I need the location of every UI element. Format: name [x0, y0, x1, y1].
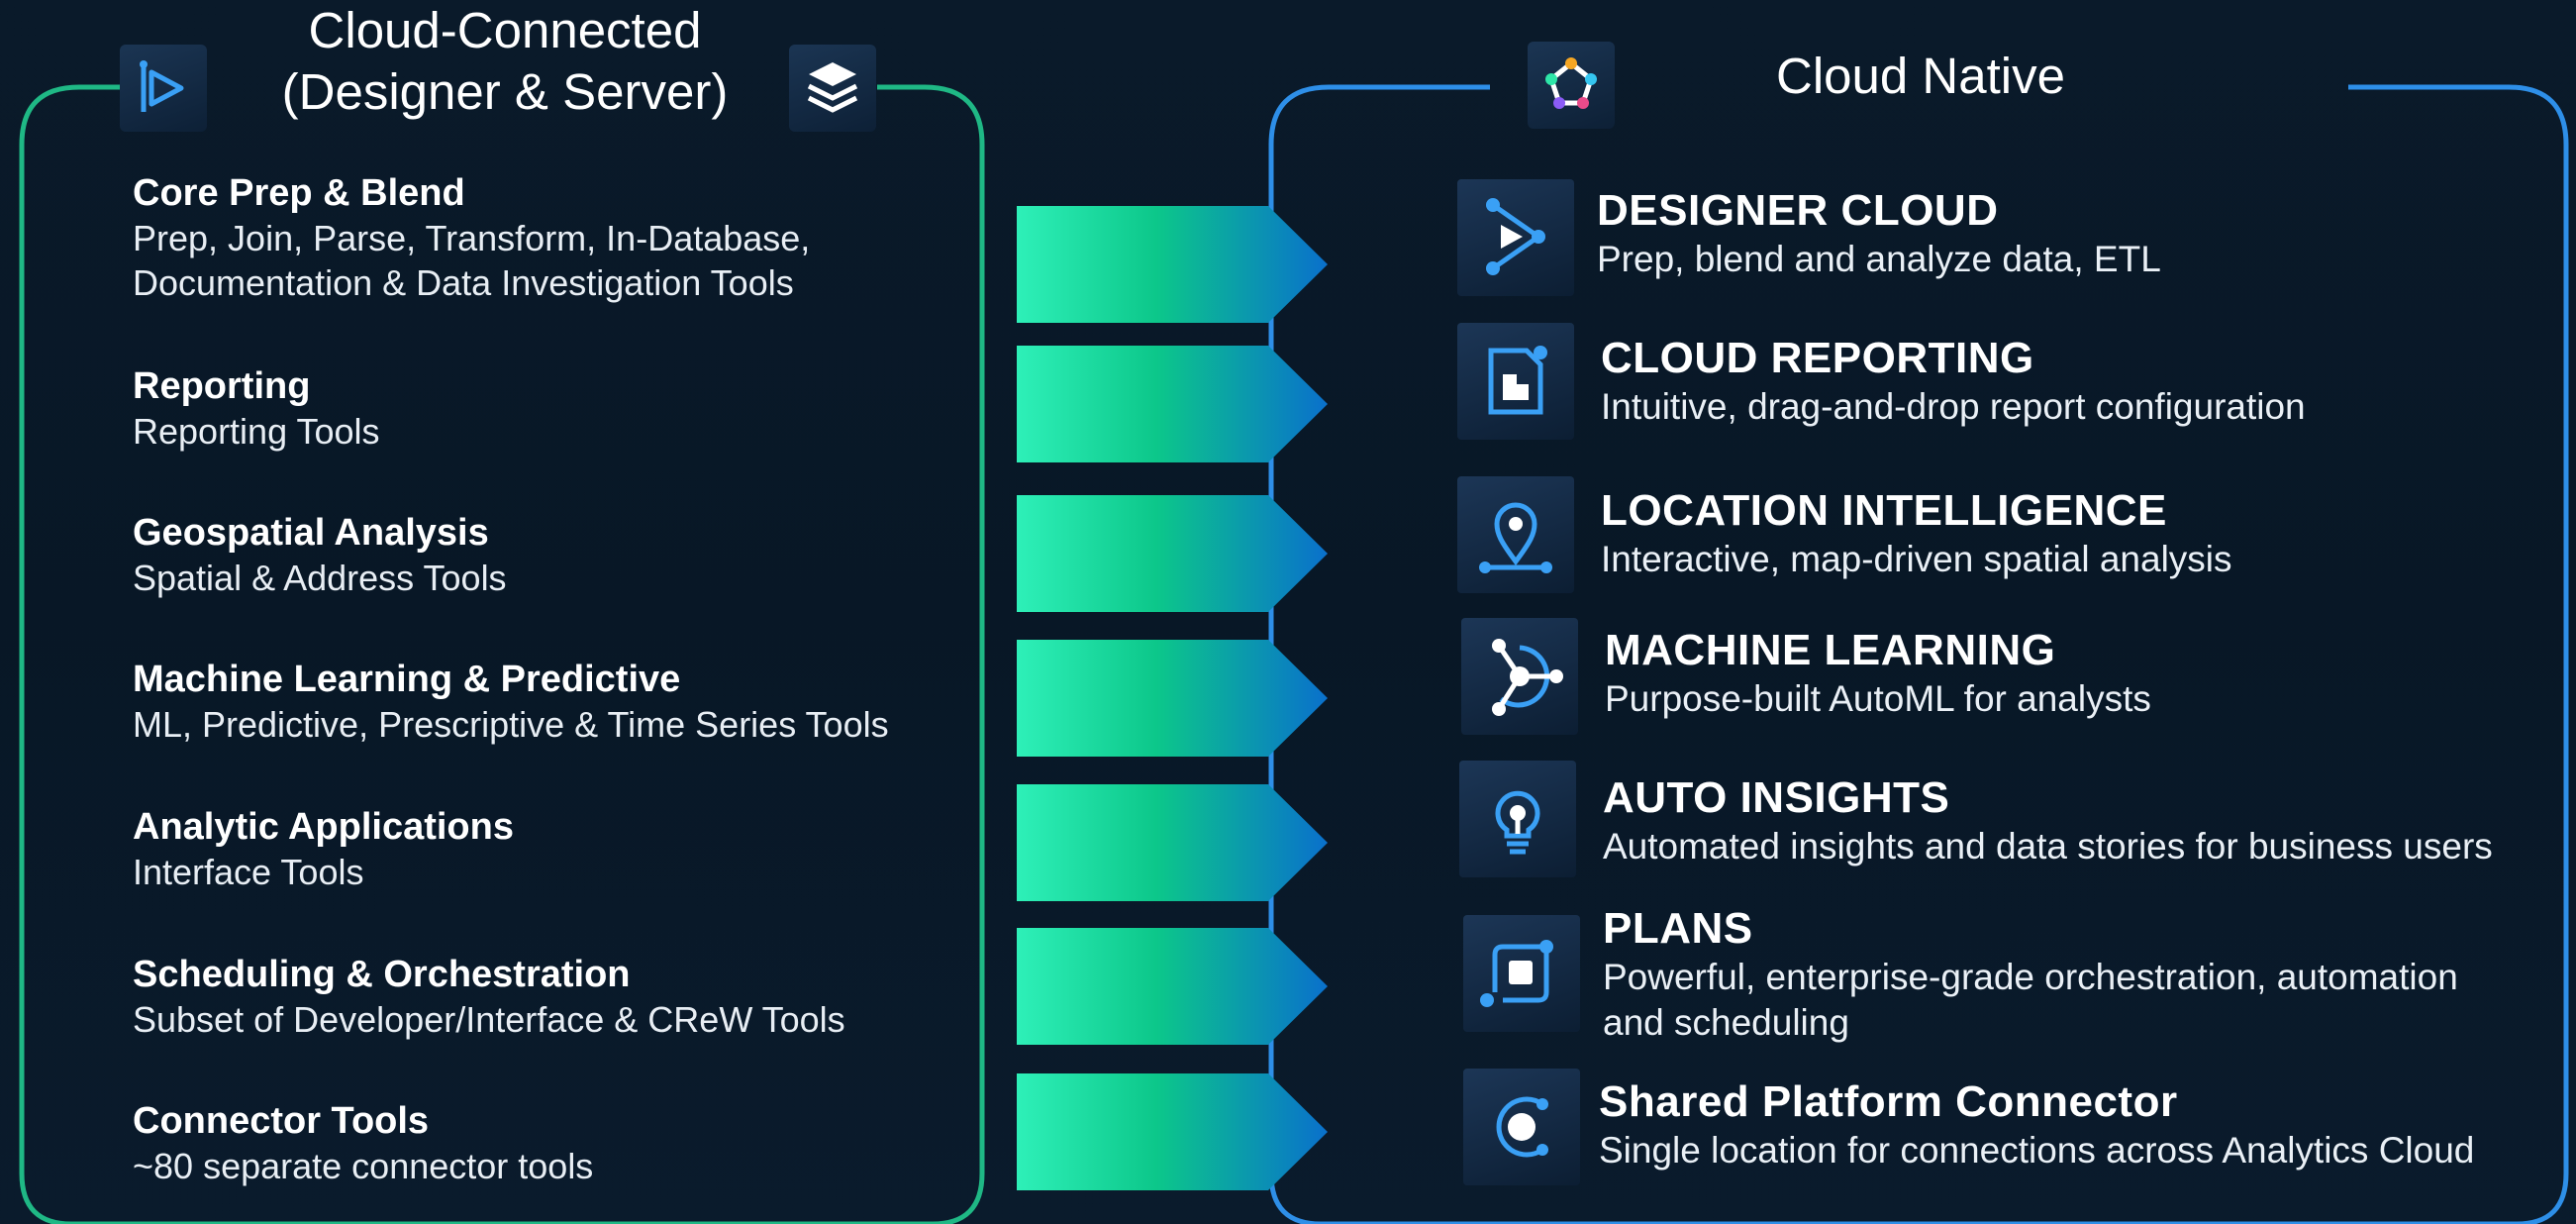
- product-heading: AUTO INSIGHTS: [1603, 773, 1950, 822]
- category-description: Documentation & Data Investigation Tools: [133, 262, 794, 303]
- product-heading: PLANS: [1603, 904, 1753, 953]
- category-connector-tools: Connector Tools ~80 separate connector t…: [133, 1098, 1024, 1188]
- category-heading: Scheduling & Orchestration: [133, 954, 631, 995]
- mapping-arrow: [1017, 784, 1328, 901]
- category-description: ~80 separate connector tools: [133, 1146, 594, 1186]
- right-panel-border: [1268, 84, 2569, 1224]
- category-heading: Analytic Applications: [133, 806, 514, 848]
- product-description: Intuitive, drag-and-drop report configur…: [1601, 386, 2306, 427]
- product-heading: MACHINE LEARNING: [1605, 626, 2056, 674]
- product-heading: Shared Platform Connector: [1599, 1077, 2178, 1126]
- category-scheduling: Scheduling & Orchestration Subset of Dev…: [133, 952, 1024, 1042]
- category-reporting: Reporting Reporting Tools: [133, 363, 1024, 454]
- category-heading: Reporting: [133, 365, 311, 407]
- category-analytic-applications: Analytic Applications Interface Tools: [133, 804, 1024, 894]
- product-designer-cloud: DESIGNER CLOUD Prep, blend and analyze d…: [1597, 185, 2576, 282]
- product-description: and scheduling: [1603, 1002, 1849, 1043]
- product-heading: CLOUD REPORTING: [1601, 334, 2034, 382]
- category-core-prep-blend: Core Prep & Blend Prep, Join, Parse, Tra…: [133, 170, 1024, 305]
- product-description: Single location for connections across A…: [1599, 1130, 2475, 1171]
- product-heading: DESIGNER CLOUD: [1597, 186, 1999, 235]
- lightbulb-icon: [1459, 761, 1576, 877]
- plans-orchestration-icon: [1463, 915, 1580, 1032]
- designer-cloud-icon: [1457, 179, 1574, 296]
- product-description: Interactive, map-driven spatial analysis: [1601, 539, 2232, 579]
- mapping-arrow: [1017, 928, 1328, 1045]
- category-description: Spatial & Address Tools: [133, 558, 507, 598]
- report-document-icon: [1457, 323, 1574, 440]
- category-description: Prep, Join, Parse, Transform, In-Databas…: [133, 218, 811, 258]
- category-description: Reporting Tools: [133, 411, 380, 452]
- product-heading: LOCATION INTELLIGENCE: [1601, 486, 2167, 535]
- category-description: Interface Tools: [133, 852, 364, 892]
- mapping-arrow: [1017, 1073, 1328, 1190]
- product-plans: PLANS Powerful, enterprise-grade orchest…: [1603, 903, 2576, 1046]
- right-panel-title: Cloud Native: [1776, 48, 2065, 104]
- left-title-line1: Cloud-Connected: [308, 2, 702, 58]
- product-machine-learning: MACHINE LEARNING Purpose-built AutoML fo…: [1605, 625, 2576, 722]
- machine-learning-node-icon: [1461, 618, 1578, 735]
- server-layers-icon: [789, 45, 876, 132]
- category-description: ML, Predictive, Prescriptive & Time Seri…: [133, 704, 889, 745]
- category-heading: Connector Tools: [133, 1100, 430, 1142]
- product-description: Automated insights and data stories for …: [1603, 826, 2493, 867]
- mapping-arrow: [1017, 346, 1328, 462]
- product-description: Prep, blend and analyze data, ETL: [1597, 239, 2161, 279]
- left-panel-title: Cloud-Connected (Designer & Server): [228, 0, 782, 123]
- product-cloud-reporting: CLOUD REPORTING Intuitive, drag-and-drop…: [1601, 333, 2576, 430]
- category-heading: Geospatial Analysis: [133, 512, 489, 554]
- cloud-native-network-icon: [1528, 42, 1615, 129]
- mapping-arrow: [1017, 495, 1328, 612]
- category-description: Subset of Developer/Interface & CReW Too…: [133, 999, 845, 1040]
- product-description: Powerful, enterprise-grade orchestration…: [1603, 957, 2458, 997]
- category-geospatial: Geospatial Analysis Spatial & Address To…: [133, 510, 1024, 600]
- category-heading: Core Prep & Blend: [133, 172, 465, 214]
- product-description: Purpose-built AutoML for analysts: [1605, 678, 2151, 719]
- category-machine-learning: Machine Learning & Predictive ML, Predic…: [133, 657, 1024, 747]
- left-panel-border: [19, 84, 985, 1224]
- product-location-intelligence: LOCATION INTELLIGENCE Interactive, map-d…: [1601, 485, 2576, 582]
- designer-play-icon: [120, 45, 207, 132]
- product-shared-platform-connector: Shared Platform Connector Single locatio…: [1599, 1076, 2576, 1173]
- left-title-line2: (Designer & Server): [281, 63, 729, 120]
- mapping-arrow: [1017, 640, 1328, 757]
- mapping-arrow: [1017, 206, 1328, 323]
- connector-icon: [1463, 1069, 1580, 1185]
- product-auto-insights: AUTO INSIGHTS Automated insights and dat…: [1603, 772, 2576, 869]
- category-heading: Machine Learning & Predictive: [133, 659, 681, 700]
- location-pin-icon: [1457, 476, 1574, 593]
